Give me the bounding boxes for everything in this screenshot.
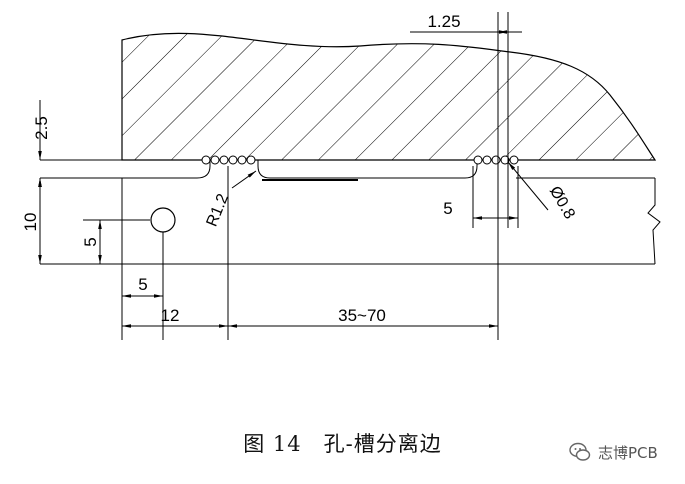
dim-label-5-horizontal: 5 (138, 275, 147, 294)
dim-35-70 (228, 228, 499, 340)
stamp-hole (491, 155, 501, 165)
stamp-holes-left (201, 155, 256, 165)
stamp-hole (500, 155, 510, 165)
dim-label-stamp-hole-diameter: Ø0.8 (546, 183, 578, 222)
stamp-hole (482, 155, 492, 165)
watermark: 志博PCB (568, 440, 658, 464)
stamp-hole (228, 155, 238, 165)
stamp-holes-right (473, 155, 519, 165)
dim-label-5-vertical: 5 (81, 237, 100, 246)
stamp-hole (509, 155, 519, 165)
leader-corner-radius (231, 170, 257, 189)
dim-label-35-70: 35~70 (338, 306, 386, 325)
stamp-hole (237, 155, 247, 165)
dim-12 (122, 166, 229, 340)
stamp-hole (473, 155, 483, 165)
dim-5-vertical (83, 219, 150, 264)
figure-title: 孔-槽分离边 (323, 432, 442, 456)
dim-label-5-stamp-spacing: 5 (443, 199, 452, 218)
hatched-board-region (121, 32, 657, 161)
slot-outline (257, 160, 478, 179)
stamp-hole (219, 155, 229, 165)
dim-label-10: 10 (21, 213, 40, 232)
dim-label-1-25: 1.25 (427, 12, 460, 31)
left-breakaway-tab (40, 160, 211, 179)
stamp-hole (201, 155, 211, 165)
dim-1-25 (410, 12, 522, 228)
figure-caption: 图 14 孔-槽分离边 (0, 428, 685, 458)
wechat-icon (569, 442, 591, 461)
stamp-hole (210, 155, 220, 165)
dim-5-horizontal (122, 232, 164, 340)
watermark-text: 志博PCB (598, 443, 658, 462)
figure-number: 图 14 (243, 432, 302, 456)
mounting-hole (150, 207, 176, 233)
dim-5-stamp-spacing (472, 166, 519, 228)
dim-label-2-5: 2.5 (32, 116, 51, 140)
dim-label-12: 12 (161, 306, 180, 325)
leader-stamp-hole-diameter (507, 161, 549, 211)
break-line-right (647, 178, 661, 265)
stamp-hole (246, 155, 256, 165)
